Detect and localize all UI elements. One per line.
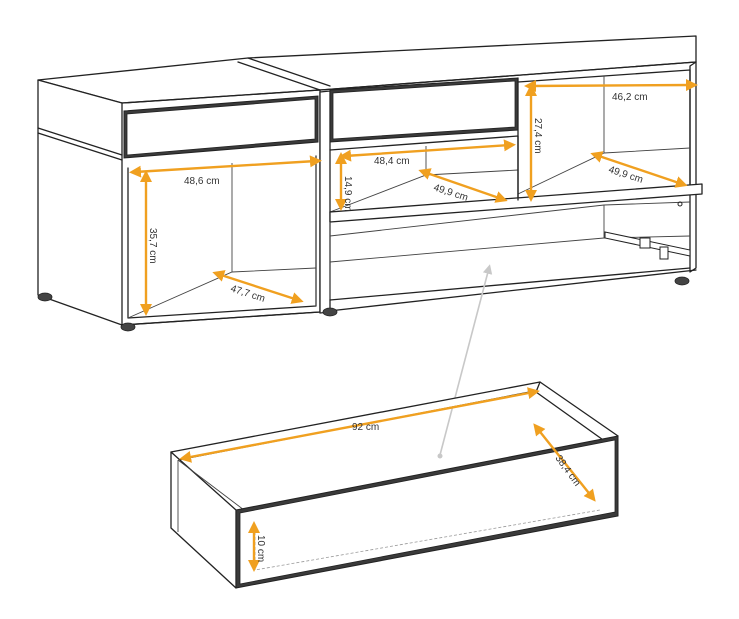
- cabinet-left-side: [37, 79, 123, 326]
- dimension-label: 92 cm: [352, 422, 379, 433]
- dimension-label: 48,4 cm: [374, 156, 410, 167]
- drawer-runner: [604, 201, 691, 260]
- bottom-drawer: [170, 381, 619, 589]
- dimension-label: 35,7 cm: [147, 228, 158, 264]
- dimension-label: 14,9 cm: [342, 176, 353, 212]
- foot: [322, 307, 338, 317]
- foot: [674, 276, 690, 286]
- dimension-label: 46,2 cm: [612, 92, 648, 103]
- foot: [37, 292, 53, 302]
- dimension-label: 27,4 cm: [532, 118, 543, 154]
- dimension-label: 47,7 cm: [229, 283, 266, 304]
- tv-cabinet: [37, 35, 703, 332]
- dimension-label: 48,6 cm: [184, 176, 220, 187]
- shelf: [329, 183, 703, 223]
- dimension-label: 10 cm: [255, 535, 266, 562]
- cabinet-right-side: [689, 61, 697, 273]
- dimension-label: 49,9 cm: [607, 164, 644, 185]
- foot: [120, 322, 136, 332]
